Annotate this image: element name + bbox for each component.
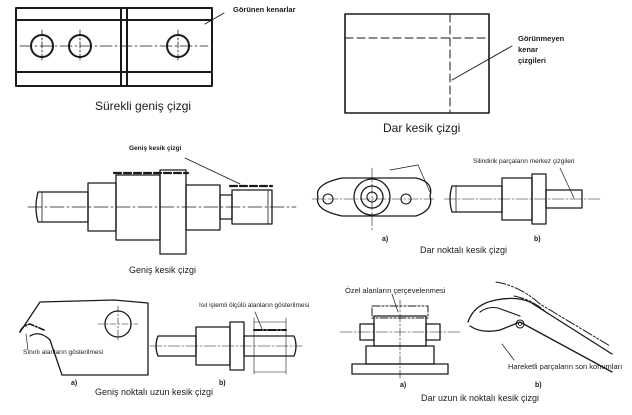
limited-areas-callout: Sınırlı alanların gösterilmesi — [23, 349, 104, 356]
thick-chain-sub-a: a) — [71, 380, 78, 387]
thin-double-dashed-line-caption: Dar uzun ik noktalı kesik çizgi — [421, 393, 540, 403]
double-dashed-sub-b: b) — [535, 382, 542, 389]
panel-thick-chain-drawing-b — [149, 311, 303, 375]
thin-chain-sub-b: b) — [534, 236, 541, 243]
moving-parts-end-positions-callout: Hareketli parçaların son konumları — [508, 362, 623, 371]
double-dashed-sub-a: a) — [400, 382, 407, 389]
panel-thin-chain-drawing-b — [443, 167, 601, 225]
panel-thin-double-dashed-drawing-b — [467, 281, 613, 373]
visible-edges-callout: Görünen kenarlar — [233, 5, 296, 14]
thin-chain-sub-a: a) — [382, 236, 389, 243]
thin-dashed-line-caption: Dar kesik çizgi — [383, 121, 461, 135]
special-areas-framing-callout: Özel alanların çerçevelenmesi — [345, 286, 446, 295]
panel-continuous-thick-drawing — [15, 7, 225, 87]
thick-chain-line-caption: Geniş noktalı uzun kesik çizgi — [95, 387, 214, 397]
thick-dashed-callout: Geniş kesik çizgi — [129, 145, 182, 152]
thick-chain-sub-b: b) — [219, 380, 226, 387]
hidden-edges-callout-line-1: Görünmeyen — [518, 34, 565, 43]
hidden-edges-callout-line-3: çizgileri — [518, 56, 546, 65]
panel-thin-double-dashed-drawing-a — [339, 293, 461, 381]
thin-chain-line-caption: Dar noktalı kesik çizgi — [420, 245, 508, 255]
continuous-thick-line-caption: Sürekli geniş çizgi — [95, 99, 192, 113]
hidden-edges-callout-line-2: kenar — [518, 45, 539, 54]
heat-treated-areas-callout: Isıl işlemli ölçülü alanların gösterilme… — [199, 302, 310, 309]
cylinder-center-lines-callout: Silindirik parçaların merkez çizgileri — [473, 158, 575, 165]
panel-thick-chain-drawing-a — [19, 299, 149, 376]
thick-dashed-line-caption: Geniş kesik çizgi — [129, 265, 197, 275]
panel-thick-dashed-drawing — [27, 157, 297, 255]
panel-thin-dashed-drawing — [344, 13, 513, 114]
panel-thin-chain-drawing-a — [311, 164, 437, 231]
